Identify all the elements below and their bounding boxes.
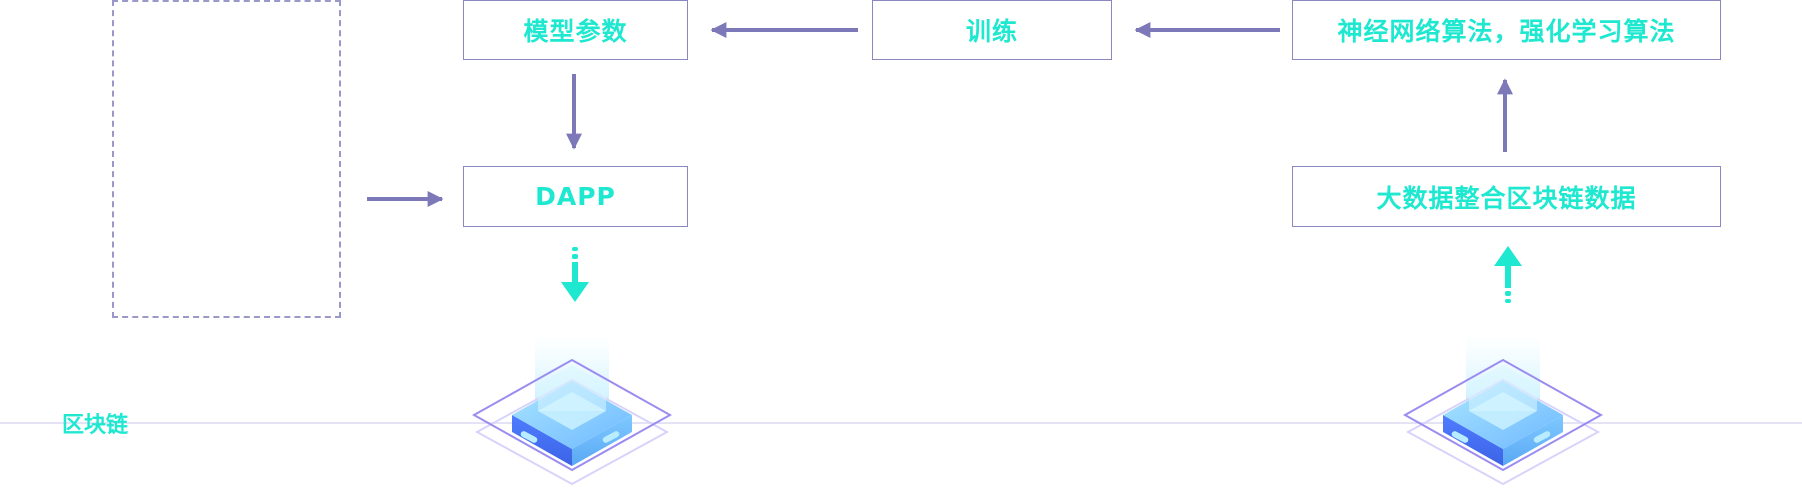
dapp-box: DAPP <box>463 166 688 227</box>
training-box: 训练 <box>872 0 1112 60</box>
big-data-label: 大数据整合区块链数据 <box>1376 183 1637 213</box>
arrow-chain-to-big-data <box>1494 246 1522 303</box>
model-params-label: 模型参数 <box>523 17 628 46</box>
blockchain-node-icon-left <box>471 334 673 486</box>
algorithms-label: 神经网络算法，强化学习算法 <box>1337 17 1676 46</box>
dashed-container <box>112 0 341 318</box>
model-params-box: 模型参数 <box>463 0 688 60</box>
blockchain-node-icon-right <box>1402 334 1604 486</box>
dapp-label: DAPP <box>535 182 616 211</box>
big-data-box: 大数据整合区块链数据 <box>1292 166 1721 227</box>
arrow-dapp-to-chain <box>561 247 589 302</box>
chain-label: 区块链 <box>62 413 129 438</box>
algorithms-box: 神经网络算法，强化学习算法 <box>1292 0 1721 60</box>
training-label: 训练 <box>965 17 1018 46</box>
